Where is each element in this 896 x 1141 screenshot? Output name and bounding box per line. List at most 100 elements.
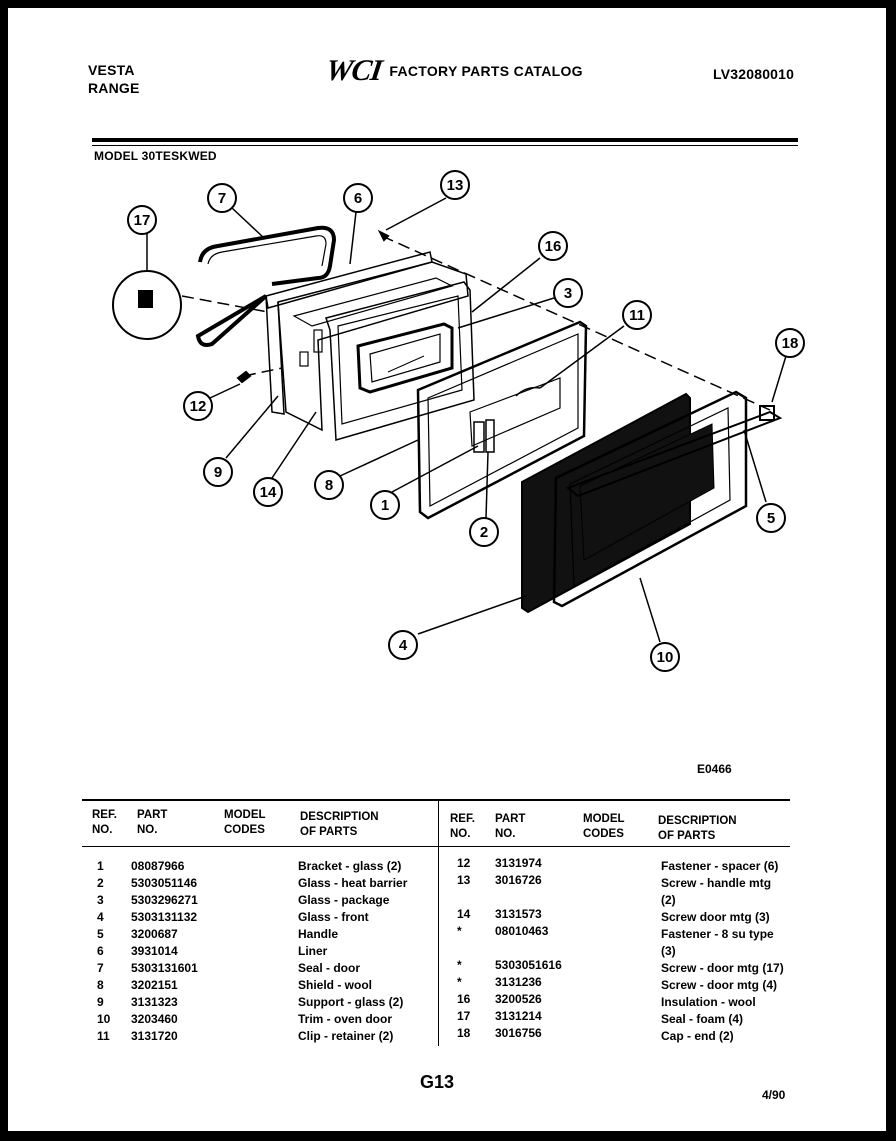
table-cell: Glass - heat barrier [298,876,408,890]
part-13-screw [377,229,390,242]
callout-1: 1 [370,490,400,520]
table-cell: 3200687 [131,927,178,941]
header-rule [92,138,798,142]
header-rule-thin [92,145,798,146]
table-cell: 3131573 [495,907,542,921]
part-5-handle [566,410,783,498]
table-cell: Seal - foam (4) [661,1012,744,1026]
table-cell: 5 [97,927,104,941]
table-cell: 5303296271 [131,893,198,907]
callout-11: 11 [622,300,652,330]
table-cell: Trim - oven door [298,1012,393,1026]
table-cell: Fastener - spacer (6) [661,859,779,873]
callout-8: 8 [314,470,344,500]
table-cell [495,889,562,906]
table-cell: 8 [97,978,104,992]
table-cell: 12 [457,856,471,870]
liner-slot [313,329,323,353]
callout-4: 4 [388,630,418,660]
part-8-shield-frame [325,281,475,441]
callout-7: 7 [207,183,237,213]
table-cell: (2) [661,893,676,907]
part-12-screw [236,370,252,384]
part-6-liner [277,261,469,432]
callout-14: 14 [253,477,283,507]
callout-6: 6 [343,183,373,213]
table-cell: Screw - handle mtg [661,876,772,890]
table-cell: 18 [457,1026,471,1040]
part-17-foam-pad [138,290,153,308]
table-cell: 14 [457,907,471,921]
svg-text:12: 12 [190,398,207,415]
right-description-column: Fastener - spacer (6) Screw - handle mtg… [661,858,784,1045]
page-border-right [886,0,896,1141]
table-cell: 08087966 [131,859,185,873]
table-cell: 3202151 [131,978,178,992]
part-1-bracket [473,421,485,453]
part-7-seal-inner [207,235,327,267]
table-cell: Insulation - wool [661,995,756,1009]
table-cell: 11 [97,1029,110,1043]
callout-bubbles: 17 7 6 13 16 3 11 18 12 9 14 8 1 2 5 4 1… [127,170,805,672]
table-cell: 17 [457,1009,471,1023]
table-cell: 13 [457,873,471,887]
table-cell: * [457,975,462,989]
callout-13: 13 [440,170,470,200]
callout-9: 9 [203,457,233,487]
table-cell: 6 [97,944,104,958]
table-cell: 3131323 [131,995,178,1009]
table-cell: Shield - wool [298,978,372,992]
table-cell: 3 [97,893,104,907]
table-cell: 3131214 [495,1009,542,1023]
table-cell: 1 [97,859,104,873]
table-cell: Bracket - glass (2) [298,859,402,873]
catalog-number: LV32080010 [713,66,795,82]
table-cell: 3131236 [495,975,542,989]
part-2-heat-barrier [416,320,588,520]
catalog-heading: WCI FACTORY PARTS CATALOG [324,54,583,87]
table-header-rule [82,846,790,847]
svg-text:13: 13 [447,177,464,194]
part-11-retainer-window [469,377,561,447]
svg-text:4: 4 [399,637,408,654]
date-code: 4/90 [762,1088,786,1102]
table-cell: Glass - front [298,910,369,924]
left-description-column: Bracket - glass (2) Glass - heat barrier… [298,858,407,1045]
table-cell: Clip - retainer (2) [298,1029,394,1043]
exploded-parts-diagram: 17 7 6 13 16 3 11 18 12 9 14 8 1 2 5 4 1… [112,170,805,672]
svg-text:14: 14 [260,484,277,501]
table-cell: 3203460 [131,1012,178,1026]
table-column-divider [438,801,439,1046]
table-cell: 9 [97,995,104,1009]
svg-text:16: 16 [545,238,562,255]
header-ref-no-right: REF.NO. [450,813,475,840]
right-part-column: 3131974 3016726 3131573 08010463 5303051… [495,855,562,1042]
table-cell: Screw door mtg (3) [661,910,770,924]
brand-name: VESTA [88,62,135,78]
table-cell: 3200526 [495,992,542,1006]
part-12-fastener-block [299,351,309,367]
callout-5: 5 [756,503,786,533]
table-cell: Seal - door [298,961,361,975]
diagram-code: E0466 [697,762,732,776]
part-10-window [579,423,715,561]
left-ref-column: 1 2 3 4 5 6 7 8 9 10 11 [97,858,110,1045]
part-8-shield-inner [337,295,463,425]
table-cell: 5303131601 [131,961,198,975]
table-cell [495,940,562,957]
table-cell: 3016726 [495,873,542,887]
table-cell: Screw - door mtg (4) [661,978,778,992]
callout-10: 10 [650,642,680,672]
table-cell [457,889,470,906]
svg-text:9: 9 [214,464,222,481]
svg-text:2: 2 [480,524,488,541]
table-cell: 3131974 [495,856,542,870]
part-10-oven-door-trim [552,390,748,608]
svg-text:1: 1 [381,497,389,514]
table-cell: Handle [298,927,339,941]
left-part-column: 08087966 5303051146 5303296271 530313113… [131,858,198,1045]
leader-lines [146,197,787,643]
